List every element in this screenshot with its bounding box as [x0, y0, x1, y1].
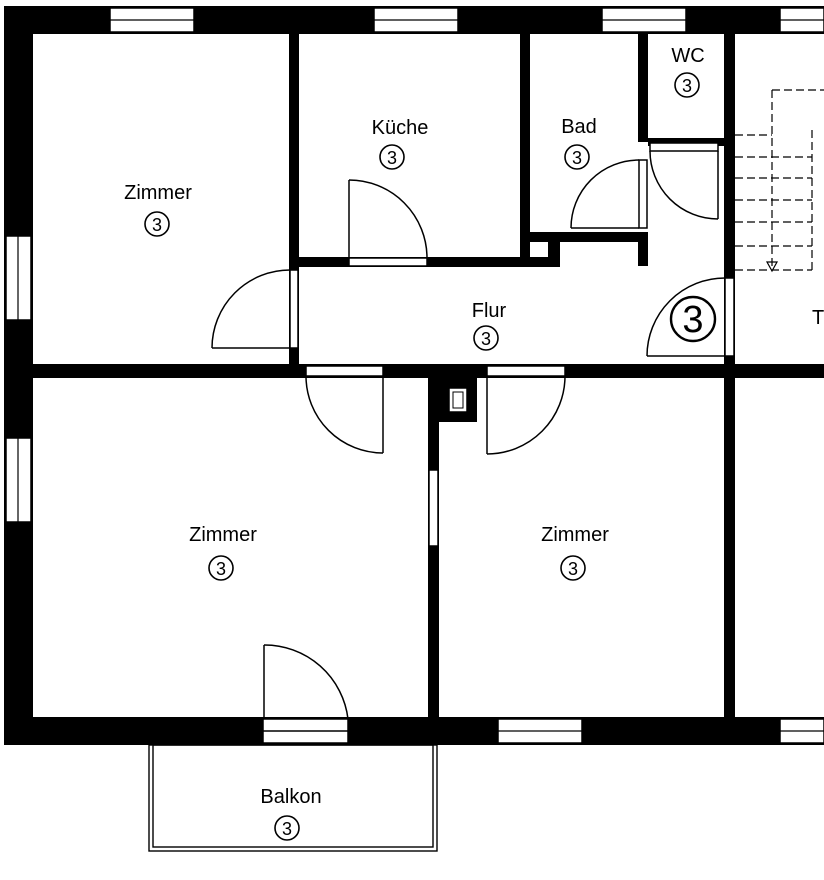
door-entrance	[646, 277, 735, 357]
floor-marker: 3	[669, 295, 717, 343]
room-zimmer-bottom-left: Zimmer 3	[189, 524, 257, 581]
svg-text:3: 3	[682, 299, 703, 341]
room-marker: 3	[379, 144, 405, 170]
room-marker: 3	[144, 211, 170, 237]
door-zimmer-bottom-right	[486, 365, 566, 455]
staircase	[735, 89, 824, 273]
svg-text:3: 3	[216, 559, 226, 579]
room-label: Zimmer	[541, 524, 609, 546]
room-bad: Bad 3	[561, 116, 597, 170]
room-marker: 3	[274, 815, 300, 841]
window-top-1	[109, 7, 195, 33]
room-kueche: Küche 3	[372, 117, 429, 170]
room-zimmer-top-left: Zimmer 3	[124, 182, 192, 237]
room-label: WC	[671, 45, 704, 67]
window-bottom-1	[497, 718, 583, 744]
window-top-4	[779, 7, 824, 33]
room-balkon: Balkon 3	[260, 786, 322, 841]
room-marker: 3	[674, 72, 700, 98]
room-marker: 3	[473, 325, 499, 351]
door-bad	[570, 159, 648, 229]
room-label: Balkon	[260, 786, 321, 808]
window-left-1	[5, 235, 32, 321]
svg-text:3: 3	[481, 329, 491, 349]
sliding-door-partition	[428, 469, 439, 547]
room-marker: 3	[564, 144, 590, 170]
svg-text:3: 3	[568, 559, 578, 579]
window-top-3	[601, 7, 687, 33]
svg-text:3: 3	[282, 819, 292, 839]
room-zimmer-bottom-right: Zimmer 3	[541, 524, 609, 581]
window-bottom-2	[779, 718, 824, 744]
room-marker: 3	[208, 555, 234, 581]
window-left-2	[5, 437, 32, 523]
stairwell-label: TR	[812, 307, 824, 329]
room-wc: WC 3	[671, 45, 705, 98]
svg-text:3: 3	[682, 76, 692, 96]
chimney-shafts	[448, 242, 548, 413]
doors	[211, 142, 735, 744]
room-label: Flur	[472, 300, 507, 322]
svg-text:3: 3	[152, 215, 162, 235]
svg-text:3: 3	[572, 148, 582, 168]
svg-text:3: 3	[387, 148, 397, 168]
room-label: Bad	[561, 116, 597, 138]
room-flur: Flur 3	[472, 300, 507, 351]
room-label: Zimmer	[124, 182, 192, 204]
door-balkon	[262, 644, 349, 744]
windows	[5, 7, 824, 744]
room-label: Zimmer	[189, 524, 257, 546]
room-label: Küche	[372, 117, 429, 139]
door-wc	[649, 142, 719, 220]
door-zimmer-bottom-left	[305, 365, 384, 454]
window-top-2	[373, 7, 459, 33]
room-marker: 3	[560, 555, 586, 581]
door-zimmer-top-left	[211, 269, 299, 349]
interior-walls	[33, 34, 824, 717]
door-kueche	[348, 179, 428, 267]
